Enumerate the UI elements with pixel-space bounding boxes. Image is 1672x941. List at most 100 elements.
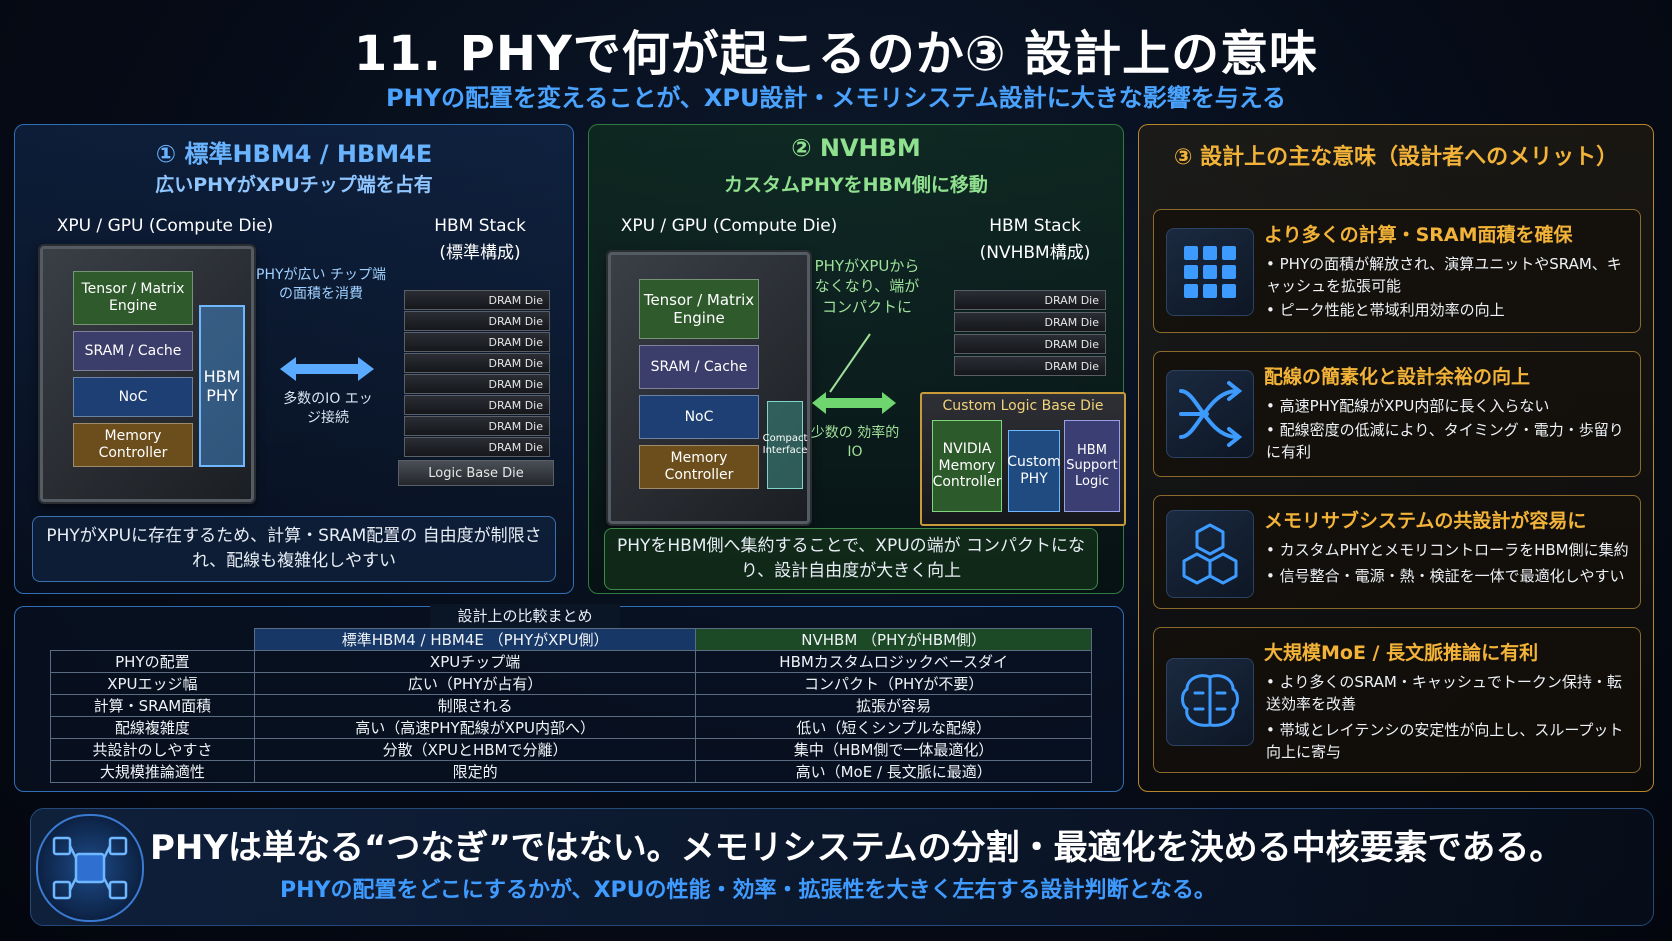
panel-c-title: ③ 設計上の主な意味（設計者へのメリット） <box>1173 145 1619 170</box>
table-row: 共設計のしやすさ分散（XPUとHBMで分離）集中（HBM側で一体最適化） <box>50 738 1092 761</box>
memory-controller-block: Memory Controller <box>639 445 759 489</box>
dram-die: DRAM Die <box>404 332 550 352</box>
table-cell: PHYの配置 <box>50 650 255 673</box>
comparison-title: 設計上の比較まとめ <box>430 604 620 628</box>
table-cell: XPUエッジ幅 <box>50 672 255 695</box>
sram-cache-block: SRAM / Cache <box>639 345 759 389</box>
table-cell: 拡張が容易 <box>695 694 1092 717</box>
page-subtitle: PHYの配置を変えることが、XPU設計・メモリシステム設計に大きな影響を与える <box>386 84 1286 112</box>
panel-b-title: ② NVHBM <box>791 134 921 162</box>
panel-a-hbm-stack: DRAM Die DRAM Die DRAM Die DRAM Die DRAM… <box>398 280 554 486</box>
panel-a-hbm-label: HBM Stack <box>434 216 526 236</box>
table-cell: 計算・SRAM面積 <box>50 694 255 717</box>
panel-a-caption: PHYがXPUに存在するため、計算・SRAM配置の 自由度が制限され、配線も複雑… <box>32 516 556 582</box>
benefit-bullet: • 配線密度の低減により、タイミング・電力・歩留りに有利 <box>1266 421 1624 461</box>
benefit-title: 大規模MoE / 長文脈推論に有利 <box>1264 642 1539 664</box>
panel-a-subtitle: 広いPHYがXPUチップ端を占有 <box>155 174 433 196</box>
benefit-card-moe: 大規模MoE / 長文脈推論に有利 • より多くのSRAM・キャッシュでトークン… <box>1153 627 1641 773</box>
dram-die: DRAM Die <box>404 437 550 457</box>
panel-b-io-arrow <box>812 392 896 414</box>
hbm-support-logic-block: HBM Support Logic <box>1064 420 1120 512</box>
dram-die: DRAM Die <box>954 290 1106 310</box>
panel-b-xpu-die: Tensor / Matrix Engine SRAM / Cache NoC … <box>608 252 810 524</box>
table-cell: 共設計のしやすさ <box>50 738 255 761</box>
custom-logic-base-die: Custom Logic Base Die NVIDIA Memory Cont… <box>920 392 1126 526</box>
conclusion-sub-text: PHYの配置をどこにするかが、XPUの性能・効率・拡張性を大きく左右する設計判断… <box>280 878 1216 903</box>
table-cell: 集中（HBM側で一体最適化） <box>695 738 1092 761</box>
table-cell: 限定的 <box>253 760 697 783</box>
benefit-title: より多くの計算・SRAM面積を確保 <box>1264 224 1573 246</box>
hbm-phy-block: HBM PHY <box>199 305 245 467</box>
dram-die: DRAM Die <box>404 416 550 436</box>
panel-b-pointer-line <box>829 333 871 393</box>
custom-logic-base-die-label: Custom Logic Base Die <box>942 398 1104 414</box>
panel-b-hbm-label: HBM Stack <box>989 216 1081 236</box>
benefit-bullet: • 帯域とレイテンシの安定性が向上し、スループット向上に寄与 <box>1266 721 1624 761</box>
benefit-bullet: • 高速PHY配線がXPU内部に長く入らない <box>1266 397 1550 415</box>
memory-controller-block: Memory Controller <box>73 423 193 467</box>
dram-die: DRAM Die <box>404 290 550 310</box>
tensor-engine-block: Tensor / Matrix Engine <box>73 271 193 325</box>
routing-arrows-icon <box>1166 370 1254 458</box>
dram-die: DRAM Die <box>954 356 1106 376</box>
sram-cache-block: SRAM / Cache <box>73 331 193 371</box>
panel-a-xpu-label: XPU / GPU (Compute Die) <box>56 216 274 236</box>
table-cell: 広い（PHYが占有） <box>253 672 697 695</box>
benefit-bullet: • ピーク性能と帯域利用効率の向上 <box>1266 301 1505 319</box>
conclusion-banner <box>30 808 1654 926</box>
table-row: 大規模推論適性限定的高い（MoE / 長文脈に最適） <box>50 760 1092 783</box>
panel-a-io-note: 多数のIO エッジ接続 <box>283 391 373 426</box>
panel-b-xpu-label: XPU / GPU (Compute Die) <box>620 216 838 236</box>
panel-a-title: ① 標準HBM4 / HBM4E <box>155 140 433 168</box>
panel-b-hbm-sublabel: (NVHBM構成) <box>979 243 1091 263</box>
table-cell: コンパクト（PHYが不要） <box>695 672 1092 695</box>
chip-network-icon <box>36 814 144 922</box>
dram-die: DRAM Die <box>404 311 550 331</box>
comparison-table: 標準HBM4 / HBM4E （PHYがXPU側） NVHBM （PHYがHBM… <box>50 628 1092 783</box>
panel-b-subtitle: カスタムPHYをHBM側に移動 <box>724 174 988 196</box>
benefit-card-routing: 配線の簡素化と設計余裕の向上 • 高速PHY配線がXPU内部に長く入らない • … <box>1153 351 1641 477</box>
table-cell: XPUチップ端 <box>253 650 697 673</box>
brain-icon <box>1166 658 1254 746</box>
benefit-bullet: • 信号整合・電源・熱・検証を一体で最適化しやすい <box>1266 567 1625 585</box>
table-cell: 低い（短くシンプルな配線） <box>695 716 1092 739</box>
table-row: 計算・SRAM面積制限される拡張が容易 <box>50 694 1092 717</box>
panel-a-hbm-sublabel: (標準構成) <box>439 243 521 263</box>
noc-block: NoC <box>73 377 193 417</box>
table-cell: 制限される <box>253 694 697 717</box>
table-row: 配線複雑度高い（高速PHY配線がXPU内部へ）低い（短くシンプルな配線） <box>50 716 1092 739</box>
panel-b-dram-stack: DRAM Die DRAM Die DRAM Die DRAM Die <box>950 280 1110 390</box>
benefit-bullet: • カスタムPHYとメモリコントローラをHBM側に集約 <box>1266 541 1629 559</box>
benefit-title: 配線の簡素化と設計余裕の向上 <box>1264 366 1531 388</box>
benefit-card-codesign: メモリサブシステムの共設計が容易に • カスタムPHYとメモリコントローラをHB… <box>1153 495 1641 609</box>
panel-a-xpu-die: Tensor / Matrix Engine SRAM / Cache NoC … <box>40 246 254 502</box>
panel-a-io-arrow <box>280 357 374 381</box>
tensor-engine-block: Tensor / Matrix Engine <box>639 279 759 339</box>
dram-die: DRAM Die <box>404 374 550 394</box>
table-header-row: 標準HBM4 / HBM4E （PHYがXPU側） NVHBM （PHYがHBM… <box>51 628 1092 651</box>
benefit-bullet: • より多くのSRAM・キャッシュでトークン保持・転送効率を改善 <box>1266 673 1622 713</box>
benefit-card-compute-area: より多くの計算・SRAM面積を確保 • PHYの面積が解放され、演算ユニットやS… <box>1153 209 1641 333</box>
table-row: XPUエッジ幅広い（PHYが占有）コンパクト（PHYが不要） <box>50 672 1092 695</box>
panel-b-phy-note: PHYがXPUから なくなり、端が コンパクトに <box>814 257 920 316</box>
panel-b-io-note: 少数の 効率的IO <box>810 425 900 460</box>
dram-die: DRAM Die <box>404 395 550 415</box>
dram-die: DRAM Die <box>404 353 550 373</box>
table-cell: 高い（MoE / 長文脈に最適） <box>695 760 1092 783</box>
table-cell: 分散（XPUとHBMで分離） <box>253 738 697 761</box>
page-title: 11. PHYで何が起こるのか③ 設計上の意味 <box>353 26 1319 82</box>
cubes-icon <box>1166 510 1254 598</box>
table-header-cell: 標準HBM4 / HBM4E （PHYがXPU側） <box>253 628 697 651</box>
dram-die: DRAM Die <box>954 312 1106 332</box>
compact-interface-block: Compact Interface <box>763 401 807 489</box>
table-cell: 大規模推論適性 <box>50 760 255 783</box>
conclusion-main-text: PHYは単なる“つなぎ”ではない。メモリシステムの分割・最適化を決める中核要素で… <box>150 828 1564 868</box>
nvidia-memory-controller-block: NVIDIA Memory Controller <box>932 420 1002 512</box>
table-cell: HBMカスタムロジックベースダイ <box>695 650 1092 673</box>
logic-base-die: Logic Base Die <box>398 460 554 486</box>
dram-die: DRAM Die <box>954 334 1106 354</box>
panel-design-benefits: ③ 設計上の主な意味（設計者へのメリット） より多くの計算・SRAM面積を確保 … <box>1138 124 1654 792</box>
panel-a-phy-note: PHYが広い チップ端の面積を消費 <box>256 267 386 302</box>
benefit-bullet: • PHYの面積が解放され、演算ユニットやSRAM、キャッシュを拡張可能 <box>1266 255 1622 295</box>
noc-block: NoC <box>639 395 759 439</box>
